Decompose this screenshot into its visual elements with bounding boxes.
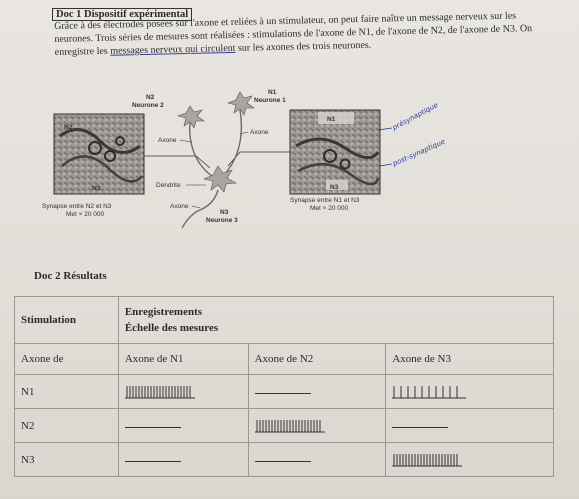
row-label: N2 bbox=[14, 408, 119, 443]
recording-cell bbox=[117, 374, 249, 409]
spike-train bbox=[392, 453, 463, 466]
photo-left-n3-label: N3 bbox=[92, 185, 101, 192]
n1-label: N1 bbox=[268, 89, 277, 96]
col-axone-n2: Axone de N2 bbox=[247, 343, 387, 375]
caption-right-1: Synapse entre N1 et N3 bbox=[290, 197, 360, 204]
recording-cell bbox=[247, 408, 387, 443]
table-row: N3 bbox=[14, 442, 554, 477]
intro-part-3: sur les axones des trois neurones. bbox=[235, 39, 372, 54]
micrograph-left: N2 N3 bbox=[53, 113, 145, 195]
table-subheader-row: Axone de Axone de N1 Axone de N2 Axone d… bbox=[14, 343, 554, 375]
row-label: N3 bbox=[14, 442, 119, 477]
photo-left-n2-label: N2 bbox=[64, 124, 73, 131]
recording-cell bbox=[385, 442, 554, 477]
header-stimulation: Stimulation bbox=[14, 296, 119, 344]
n2-label: N2 bbox=[146, 94, 155, 101]
dendrite-label: Dendrite bbox=[156, 182, 181, 189]
neuron-diagram: N2 N3 Synapse entre N2 et N3 Met × 20 00… bbox=[42, 89, 447, 229]
recording-cell bbox=[117, 408, 249, 443]
header-enregistrements-line: Enregistrements bbox=[124, 306, 203, 318]
neurone1-label: Neurone 1 bbox=[254, 97, 286, 104]
spike-train bbox=[124, 385, 195, 398]
header-echelle-line: Échelle des mesures bbox=[124, 322, 219, 334]
axone-right-label: Axone bbox=[250, 129, 269, 136]
neurone3-label: Neurone 3 bbox=[206, 217, 238, 224]
recording-cell bbox=[385, 408, 554, 443]
spike-train bbox=[254, 419, 325, 432]
header-enregistrements: Enregistrements Échelle des mesures bbox=[117, 296, 555, 344]
results-table: Stimulation Enregistrements Échelle des … bbox=[14, 296, 555, 477]
connector-left bbox=[144, 155, 211, 169]
flat-trace bbox=[124, 427, 181, 428]
recording-cell bbox=[385, 374, 554, 409]
intro-underlined: messages nerveux qui circulent bbox=[110, 42, 236, 57]
neurone-3 bbox=[181, 165, 237, 229]
flat-trace bbox=[254, 393, 311, 394]
flat-trace bbox=[392, 427, 449, 428]
handwritten-postsynaptic: post-synaptique bbox=[391, 138, 447, 169]
doc1-title: Doc 1 Dispositif expérimental bbox=[52, 8, 193, 21]
table-row: N1 bbox=[14, 374, 554, 409]
row-label: N1 bbox=[14, 374, 119, 409]
neurone-2 bbox=[176, 105, 213, 177]
table-header-row: Stimulation Enregistrements Échelle des … bbox=[14, 296, 555, 344]
handwritten-presynaptic: présynaptique bbox=[390, 101, 439, 132]
neurone2-label: Neurone 2 bbox=[132, 102, 164, 109]
col-axone-n1: Axone de N1 bbox=[117, 343, 249, 375]
doc2-title: Doc 2 Résultats bbox=[34, 270, 107, 282]
n3-label: N3 bbox=[220, 209, 229, 216]
col-axone-de: Axone de bbox=[14, 343, 119, 375]
connector-right bbox=[227, 151, 290, 167]
spike-train bbox=[392, 385, 467, 398]
flat-trace bbox=[124, 461, 181, 462]
table-row: N2 bbox=[14, 408, 554, 443]
caption-left-2: Met × 20 000 bbox=[66, 211, 105, 218]
recording-cell bbox=[247, 442, 387, 477]
caption-left-1: Synapse entre N2 et N3 bbox=[42, 203, 112, 210]
axone-bottom-label: Axone bbox=[170, 203, 189, 210]
col-axone-n3: Axone de N3 bbox=[385, 343, 554, 375]
micrograph-right: N1 N3 bbox=[289, 109, 381, 195]
caption-right-2: Met × 20 000 bbox=[310, 205, 349, 212]
recording-cell bbox=[247, 374, 387, 409]
axone-left-label: Axone bbox=[158, 137, 177, 144]
photo-right-n1-label: N1 bbox=[327, 116, 336, 123]
recording-cell bbox=[117, 442, 249, 477]
photo-right-n3-label: N3 bbox=[330, 184, 339, 191]
flat-trace bbox=[254, 461, 311, 462]
